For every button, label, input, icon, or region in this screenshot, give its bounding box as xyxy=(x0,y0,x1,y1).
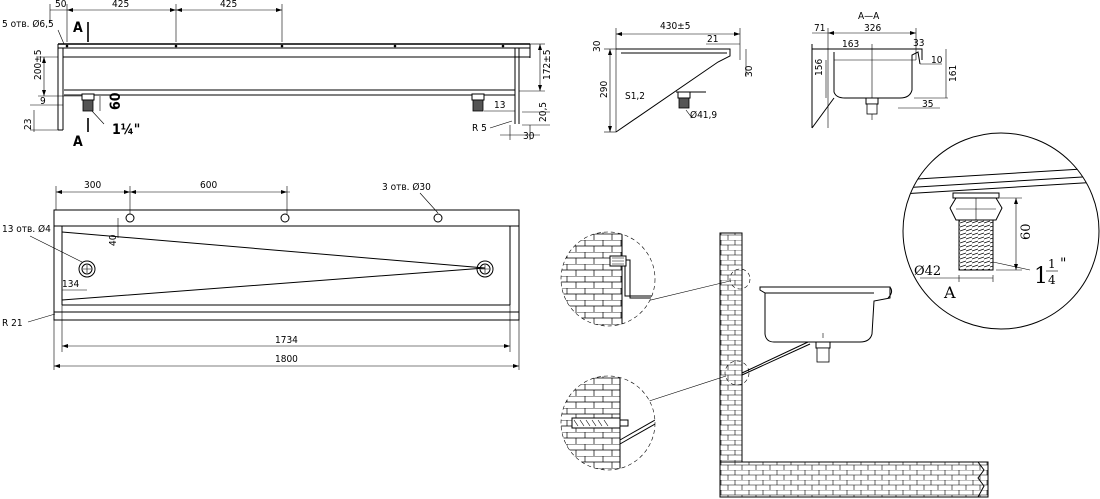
detail-thread-num: 1 xyxy=(1048,257,1056,271)
section-marker-bottom: A xyxy=(73,134,83,150)
detail-label: A xyxy=(943,283,956,302)
radius-21: R 21 xyxy=(2,318,23,329)
dim-35: 35 xyxy=(922,99,933,110)
label-holes-3: 3 отв. Ø30 xyxy=(382,181,431,193)
dim-71: 71 xyxy=(814,23,825,34)
dim-430: 430±5 xyxy=(660,21,690,32)
installation-view xyxy=(629,232,989,498)
detail-dim-42: Ø42 xyxy=(914,264,941,279)
label-holes-13: 13 отв. Ø4 xyxy=(2,223,51,235)
thread-size: 1¼" xyxy=(112,122,140,138)
front-elevation: 50 425 425 5 отв. Ø6,5 A A xyxy=(2,0,553,150)
dim-172: 172±5 xyxy=(542,50,553,80)
thickness: S1,2 xyxy=(625,91,645,102)
drain-diameter: Ø41,9 xyxy=(690,109,717,121)
dim-10: 10 xyxy=(931,55,943,66)
section-title: A—A xyxy=(858,11,880,22)
detail-thread-mark: " xyxy=(1060,256,1066,272)
dim-9: 9 xyxy=(40,96,46,107)
plan-view: 300 600 3 отв. Ø30 13 отв. Ø4 40 134 R 2… xyxy=(2,180,520,370)
dim-13: 13 xyxy=(494,100,505,111)
dim-163: 163 xyxy=(842,39,859,50)
dim-21: 21 xyxy=(707,34,718,45)
detail-thread-whole: 1 xyxy=(1034,264,1048,289)
detail-wall-anchor xyxy=(560,375,656,471)
dim-20-5: 20,5 xyxy=(538,102,549,122)
dim-1800: 1800 xyxy=(275,354,298,365)
dim-300: 300 xyxy=(84,180,101,191)
dim-33: 33 xyxy=(913,38,924,49)
dim-200: 200±5 xyxy=(33,50,44,80)
dim-30-left: 30 xyxy=(592,40,603,52)
label-holes-5: 5 отв. Ø6,5 xyxy=(2,18,54,30)
dim-425-b: 425 xyxy=(220,0,237,10)
dim-600: 600 xyxy=(200,180,217,191)
dim-290: 290 xyxy=(599,81,610,98)
detail-wall-bracket xyxy=(560,231,656,327)
side-view: 430±5 30 290 S1,2 21 30 Ø41,9 xyxy=(592,21,755,133)
dim-30-right: 30 xyxy=(744,65,755,77)
dim-30-foot: 30 xyxy=(523,131,535,142)
section-a-a: A—A 326 71 163 33 156 10 161 35 xyxy=(811,11,959,129)
dim-50: 50 xyxy=(55,0,67,10)
detail-a: 60 Ø42 1 1 4 " A xyxy=(902,132,1100,330)
dim-161: 161 xyxy=(948,65,959,82)
detail-dim-60: 60 xyxy=(1019,223,1034,240)
dim-134: 134 xyxy=(62,279,79,290)
dim-425-a: 425 xyxy=(112,0,129,10)
dim-23: 23 xyxy=(23,119,34,130)
section-marker-top: A xyxy=(73,20,83,36)
dim-156: 156 xyxy=(814,59,825,76)
detail-thread-den: 4 xyxy=(1048,273,1056,287)
dim-326: 326 xyxy=(864,23,881,34)
dim-1734: 1734 xyxy=(275,335,298,346)
radius-5: R 5 xyxy=(472,123,487,134)
dim-60: 60 xyxy=(108,92,124,110)
dim-40: 40 xyxy=(108,234,119,246)
